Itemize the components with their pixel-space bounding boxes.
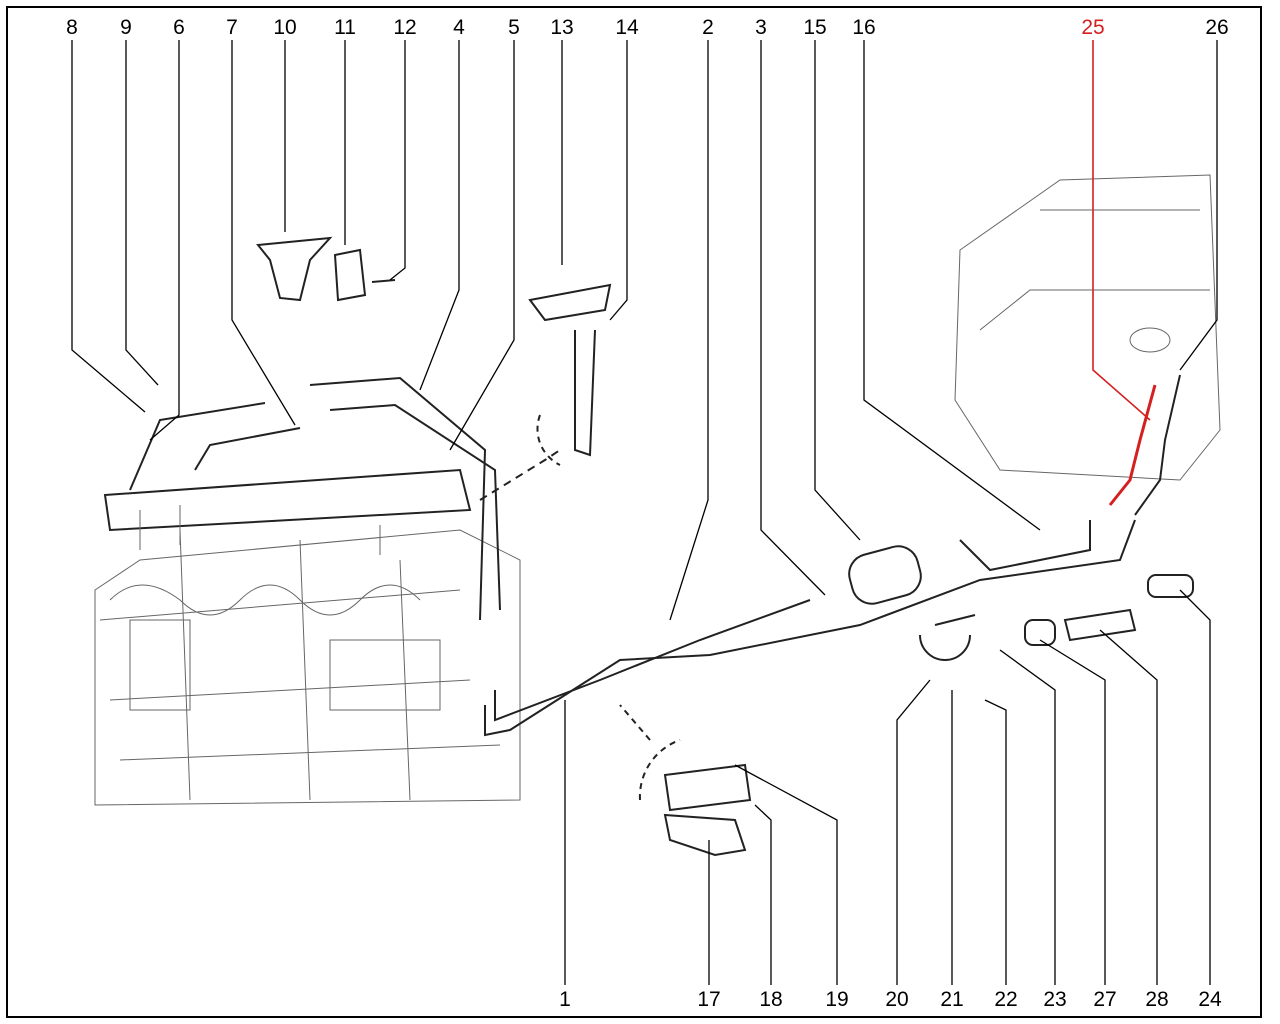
callout-17: 17 [697, 988, 720, 1011]
callout-14: 14 [615, 16, 639, 39]
callout-9: 9 [120, 16, 132, 39]
fuel-filter [848, 545, 922, 605]
callout-15: 15 [803, 16, 826, 39]
callout-23: 23 [1043, 988, 1066, 1011]
fuel-tank-drawing [954, 174, 1221, 481]
callout-2: 2 [702, 16, 714, 39]
callout-22: 22 [994, 988, 1017, 1011]
bottom-callouts: 1 17 18 19 20 21 22 23 27 28 24 [559, 988, 1222, 1011]
callout-13: 13 [550, 16, 573, 39]
callout-21: 21 [940, 988, 963, 1011]
diagram-frame [6, 6, 1262, 1018]
callout-20: 20 [885, 988, 908, 1011]
callout-4: 4 [453, 16, 465, 39]
callout-27: 27 [1093, 988, 1116, 1011]
fuel-rail-drawing [103, 468, 472, 555]
small-parts [256, 236, 1194, 857]
top-callouts: 8 9 6 7 10 11 12 4 5 13 14 2 3 15 16 25 … [66, 16, 1229, 39]
callout-25-highlighted: 25 [1081, 16, 1104, 39]
callout-11: 11 [334, 16, 356, 39]
callout-12: 12 [393, 16, 416, 39]
callout-5: 5 [508, 16, 520, 39]
callout-1: 1 [559, 988, 571, 1011]
leader-lines [71, 40, 1218, 985]
callout-7: 7 [226, 16, 238, 39]
engine-block-drawing [94, 529, 521, 806]
callout-6: 6 [173, 16, 185, 39]
callout-24: 24 [1198, 988, 1222, 1011]
callout-26: 26 [1205, 16, 1228, 39]
fuel-lines [129, 374, 1181, 737]
callout-16: 16 [852, 16, 875, 39]
callout-10: 10 [273, 16, 296, 39]
callout-3: 3 [755, 16, 767, 39]
callout-28: 28 [1145, 988, 1168, 1011]
callout-19: 19 [825, 988, 848, 1011]
callout-18: 18 [759, 988, 782, 1011]
callout-8: 8 [66, 16, 78, 39]
